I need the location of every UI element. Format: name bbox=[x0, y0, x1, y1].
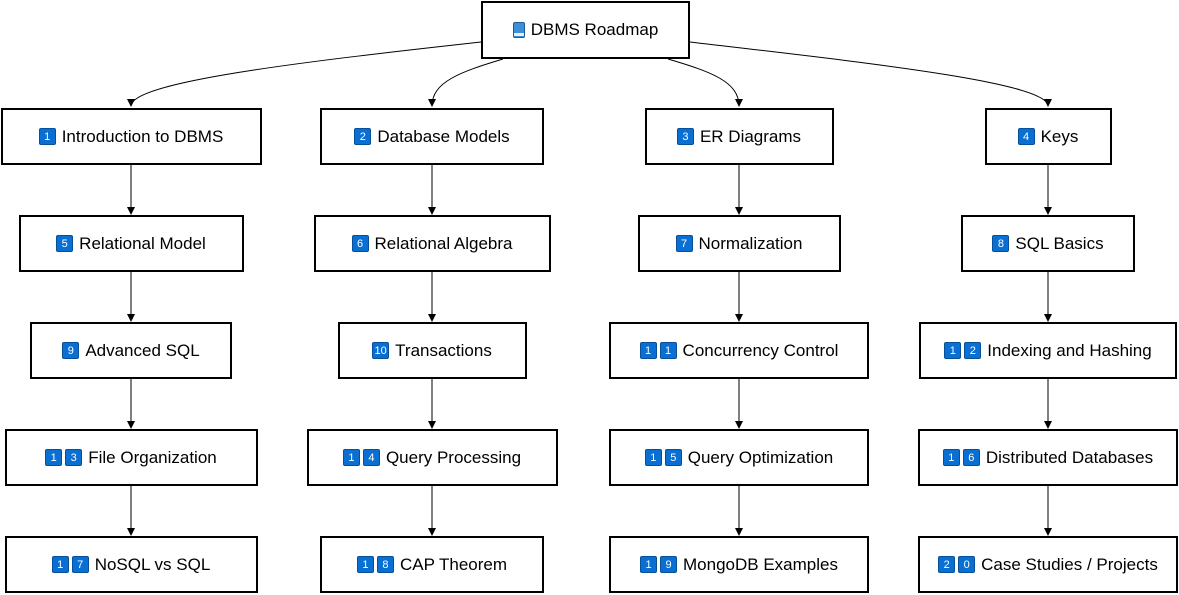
number-badge: 1 bbox=[659, 342, 677, 359]
number-badge: 5 bbox=[56, 235, 74, 252]
number-badge: 1 bbox=[639, 342, 657, 359]
topic-node[interactable]: 4 Keys bbox=[984, 108, 1112, 165]
topic-node[interactable]: 7 Normalization bbox=[637, 215, 841, 272]
number-badges: 7 bbox=[675, 235, 693, 252]
number-badge: 5 bbox=[664, 449, 682, 466]
number-badge: 2 bbox=[354, 128, 372, 145]
number-badge: 4 bbox=[362, 449, 380, 466]
topic-label: Concurrency Control bbox=[682, 340, 839, 360]
root-connector-arrow bbox=[689, 41, 1052, 107]
number-badge: 3 bbox=[676, 128, 694, 145]
topic-label: Introduction to DBMS bbox=[61, 126, 224, 146]
number-badge: 1 bbox=[45, 449, 63, 466]
root-connector-arrow bbox=[127, 41, 482, 107]
number-badges: 3 bbox=[676, 128, 694, 145]
number-badges: 2 bbox=[354, 128, 372, 145]
number-badges: 4 bbox=[1017, 128, 1035, 145]
number-badges: 6 bbox=[351, 235, 369, 252]
number-badge: 0 bbox=[958, 556, 976, 573]
number-badge: 9 bbox=[62, 342, 80, 359]
topic-node[interactable]: 2 Database Models bbox=[320, 108, 544, 165]
number-badge: 2 bbox=[938, 556, 956, 573]
number-badge: 1 bbox=[944, 342, 962, 359]
topic-label: Distributed Databases bbox=[985, 447, 1154, 467]
root-connector-arrow bbox=[667, 58, 743, 107]
number-badge: 7 bbox=[71, 556, 89, 573]
topic-node[interactable]: 5 Relational Model bbox=[18, 215, 244, 272]
number-badge: 1 bbox=[356, 556, 374, 573]
topic-label: Relational Model bbox=[79, 233, 206, 253]
number-badge: 1 bbox=[942, 449, 960, 466]
topic-label: CAP Theorem bbox=[399, 554, 508, 574]
number-badge: 1 bbox=[644, 449, 662, 466]
topic-node[interactable]: 8 SQL Basics bbox=[961, 215, 1135, 272]
root-node[interactable]: DBMS Roadmap bbox=[481, 1, 690, 59]
number-badges: 8 bbox=[992, 235, 1010, 252]
number-badge: 1 bbox=[51, 556, 69, 573]
number-badge: 6 bbox=[962, 449, 980, 466]
topic-label: Relational Algebra bbox=[374, 233, 513, 253]
number-badges: 1 bbox=[38, 128, 56, 145]
number-badge: 6 bbox=[351, 235, 369, 252]
number-badge: 2 bbox=[964, 342, 982, 359]
number-badge: 10 bbox=[372, 342, 390, 359]
root-connector-arrow bbox=[428, 58, 504, 107]
topic-label: Transactions bbox=[395, 340, 492, 360]
number-badges: 9 bbox=[62, 342, 80, 359]
root-label: DBMS Roadmap bbox=[530, 20, 659, 39]
number-badge: 7 bbox=[675, 235, 693, 252]
number-badge: 1 bbox=[342, 449, 360, 466]
number-badge: 1 bbox=[38, 128, 56, 145]
topic-label: Indexing and Hashing bbox=[987, 340, 1152, 360]
number-badges: 10 bbox=[372, 342, 390, 359]
topic-label: File Organization bbox=[88, 447, 217, 467]
topic-node[interactable]: 6 Relational Algebra bbox=[313, 215, 551, 272]
number-badge: 3 bbox=[65, 449, 83, 466]
number-badge: 8 bbox=[992, 235, 1010, 252]
book-icon bbox=[512, 22, 525, 38]
topic-label: Normalization bbox=[698, 233, 803, 253]
topic-label: Keys bbox=[1040, 126, 1079, 146]
number-badge: 9 bbox=[660, 556, 678, 573]
topic-label: ER Diagrams bbox=[699, 126, 802, 146]
topic-label: MongoDB Examples bbox=[683, 554, 838, 574]
topic-node[interactable]: 1 Introduction to DBMS bbox=[0, 108, 262, 165]
topic-label: NoSQL vs SQL bbox=[94, 554, 211, 574]
topic-label: Query Optimization bbox=[687, 447, 834, 467]
topic-node[interactable]: 3 ER Diagrams bbox=[644, 108, 834, 165]
topic-label: SQL Basics bbox=[1015, 233, 1104, 253]
number-badge: 4 bbox=[1017, 128, 1035, 145]
number-badges: 5 bbox=[56, 235, 74, 252]
topic-label: Case Studies / Projects bbox=[981, 554, 1158, 574]
number-badge: 8 bbox=[376, 556, 394, 573]
topic-label: Database Models bbox=[377, 126, 510, 146]
number-badge: 1 bbox=[640, 556, 658, 573]
topic-label: Advanced SQL bbox=[85, 340, 200, 360]
topic-label: Query Processing bbox=[385, 447, 522, 467]
topic-node[interactable]: 9 Advanced SQL bbox=[30, 322, 232, 379]
topic-node[interactable]: 10 Transactions bbox=[337, 322, 527, 379]
